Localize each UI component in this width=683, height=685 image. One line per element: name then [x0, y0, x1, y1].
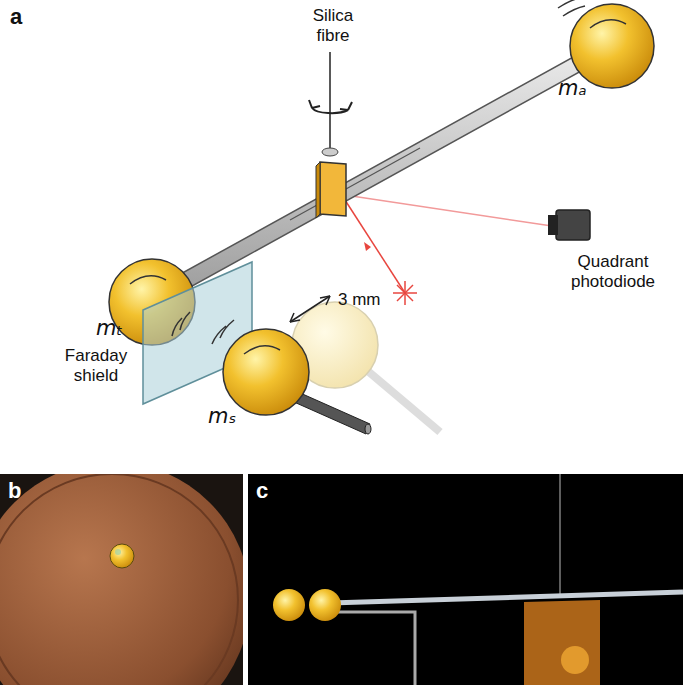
- mass-label: mₛ: [208, 404, 248, 428]
- part-name: Faraday shield: [52, 346, 140, 385]
- panel-letter: b: [8, 478, 38, 503]
- mass-label: mₐ: [558, 76, 598, 100]
- panel-letter: a: [10, 4, 40, 29]
- part-name: Silica fibre: [303, 6, 363, 45]
- dimension: 3 mm: [338, 290, 398, 310]
- part-name: Quadrant photodiode: [548, 252, 678, 291]
- panel-letter: c: [256, 478, 286, 503]
- mass-label: mₜ: [96, 316, 136, 340]
